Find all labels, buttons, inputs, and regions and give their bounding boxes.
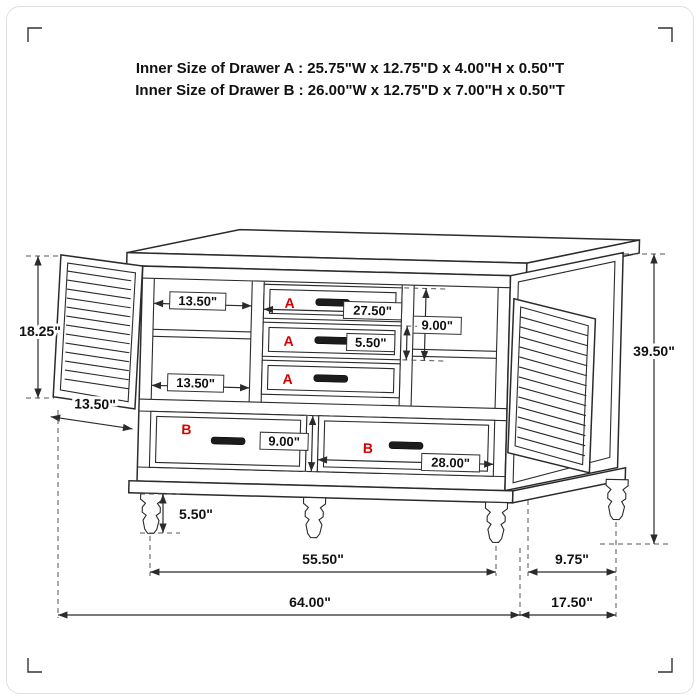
drawer-handle	[314, 336, 350, 345]
right-louver-door	[507, 297, 597, 474]
drawer-b-label-2: B	[363, 440, 374, 456]
right-door-inner-frame	[514, 306, 589, 466]
dresser-drawing: A A A B B 13.50" 13.50" 27.50"	[50, 228, 641, 544]
dim-drawer-a-front-height: 5.50"	[346, 325, 418, 361]
drawer-a-label-2: A	[283, 333, 294, 349]
dim-overall-height: 39.50"	[600, 253, 678, 545]
left-shelf	[152, 328, 251, 340]
dim-left-door-height: 18.25"	[16, 255, 64, 399]
corner-mark-top-right	[658, 27, 673, 42]
corner-mark-top-left	[27, 27, 42, 42]
corner-mark-bottom-right	[658, 658, 673, 673]
drawer-handle	[313, 374, 349, 383]
dim-drawer-a-width: 27.50"	[263, 300, 403, 321]
dim-label-overall-depth: 17.50"	[551, 594, 593, 610]
inner-size-note: Inner Size of Drawer A : 25.75"W x 12.75…	[0, 58, 700, 102]
left-door-inner-frame	[59, 262, 137, 403]
foot-front-left	[139, 492, 164, 535]
drawer-b-inner-size-text: Inner Size of Drawer B : 26.00"W x 12.75…	[135, 82, 565, 99]
dim-label-left-door-width: 13.50"	[74, 395, 116, 412]
drawer-b-1	[148, 410, 308, 472]
foot-front-right	[483, 501, 509, 544]
drawer-a-inner-size-text: Inner Size of Drawer A : 25.75"W x 12.75…	[135, 60, 565, 77]
right-door-louvers	[517, 316, 589, 457]
dim-label-foot-height: 5.50"	[179, 506, 213, 522]
dim-upper-shelf-width: 13.50"	[153, 291, 252, 311]
dim-label-drawer-a-front-height: 5.50"	[355, 335, 387, 351]
drawer-handle	[210, 436, 246, 445]
dim-label-left-door-height: 18.25"	[19, 323, 61, 339]
extension-lines	[57, 410, 617, 618]
left-door-louvers	[64, 270, 132, 390]
dim-feet-span-depth: 9.75"	[528, 548, 616, 576]
foot-rear-right	[604, 478, 629, 521]
dim-label-overall-width: 64.00"	[289, 594, 331, 610]
dim-drawer-b-front-height: 9.00"	[259, 414, 333, 473]
dim-label-upper-shelf-width: 13.50"	[178, 293, 217, 309]
dim-feet-span-width: 55.50"	[150, 548, 496, 576]
dim-label-drawer-a-pair-height: 9.00"	[421, 317, 453, 333]
drawer-a-label-3: A	[282, 371, 293, 387]
drawer-b-label-1: B	[181, 421, 192, 437]
drawer-a-3	[260, 359, 401, 399]
corner-mark-bottom-left	[27, 658, 42, 673]
dim-label-feet-span-width: 55.50"	[302, 551, 344, 567]
dim-label-drawer-a-width: 27.50"	[353, 303, 392, 319]
top-panel	[125, 228, 641, 278]
left-door-frame	[52, 254, 144, 410]
dim-overall-depth: 17.50"	[520, 591, 616, 619]
drawer-handle	[388, 441, 424, 450]
foot-front-center	[302, 496, 327, 539]
dim-label-feet-span-depth: 9.75"	[555, 551, 589, 567]
dim-drawer-a-pair-height: 9.00"	[402, 287, 462, 362]
drawer-a-label-1: A	[284, 295, 295, 311]
dim-label-lower-shelf-width: 13.50"	[176, 375, 215, 391]
dim-drawer-b-width: 28.00"	[317, 452, 494, 473]
dim-label-overall-height: 39.50"	[633, 343, 675, 359]
dim-label-drawer-b-width: 28.00"	[431, 455, 470, 471]
dim-left-door-width: 13.50"	[50, 392, 133, 432]
dim-overall-width: 64.00"	[57, 591, 520, 619]
dim-lower-shelf-width: 13.50"	[151, 373, 250, 393]
left-louver-door	[52, 254, 144, 410]
dim-label-drawer-b-front-height: 9.00"	[268, 433, 300, 449]
dim-foot-height: 5.50"	[140, 493, 216, 534]
